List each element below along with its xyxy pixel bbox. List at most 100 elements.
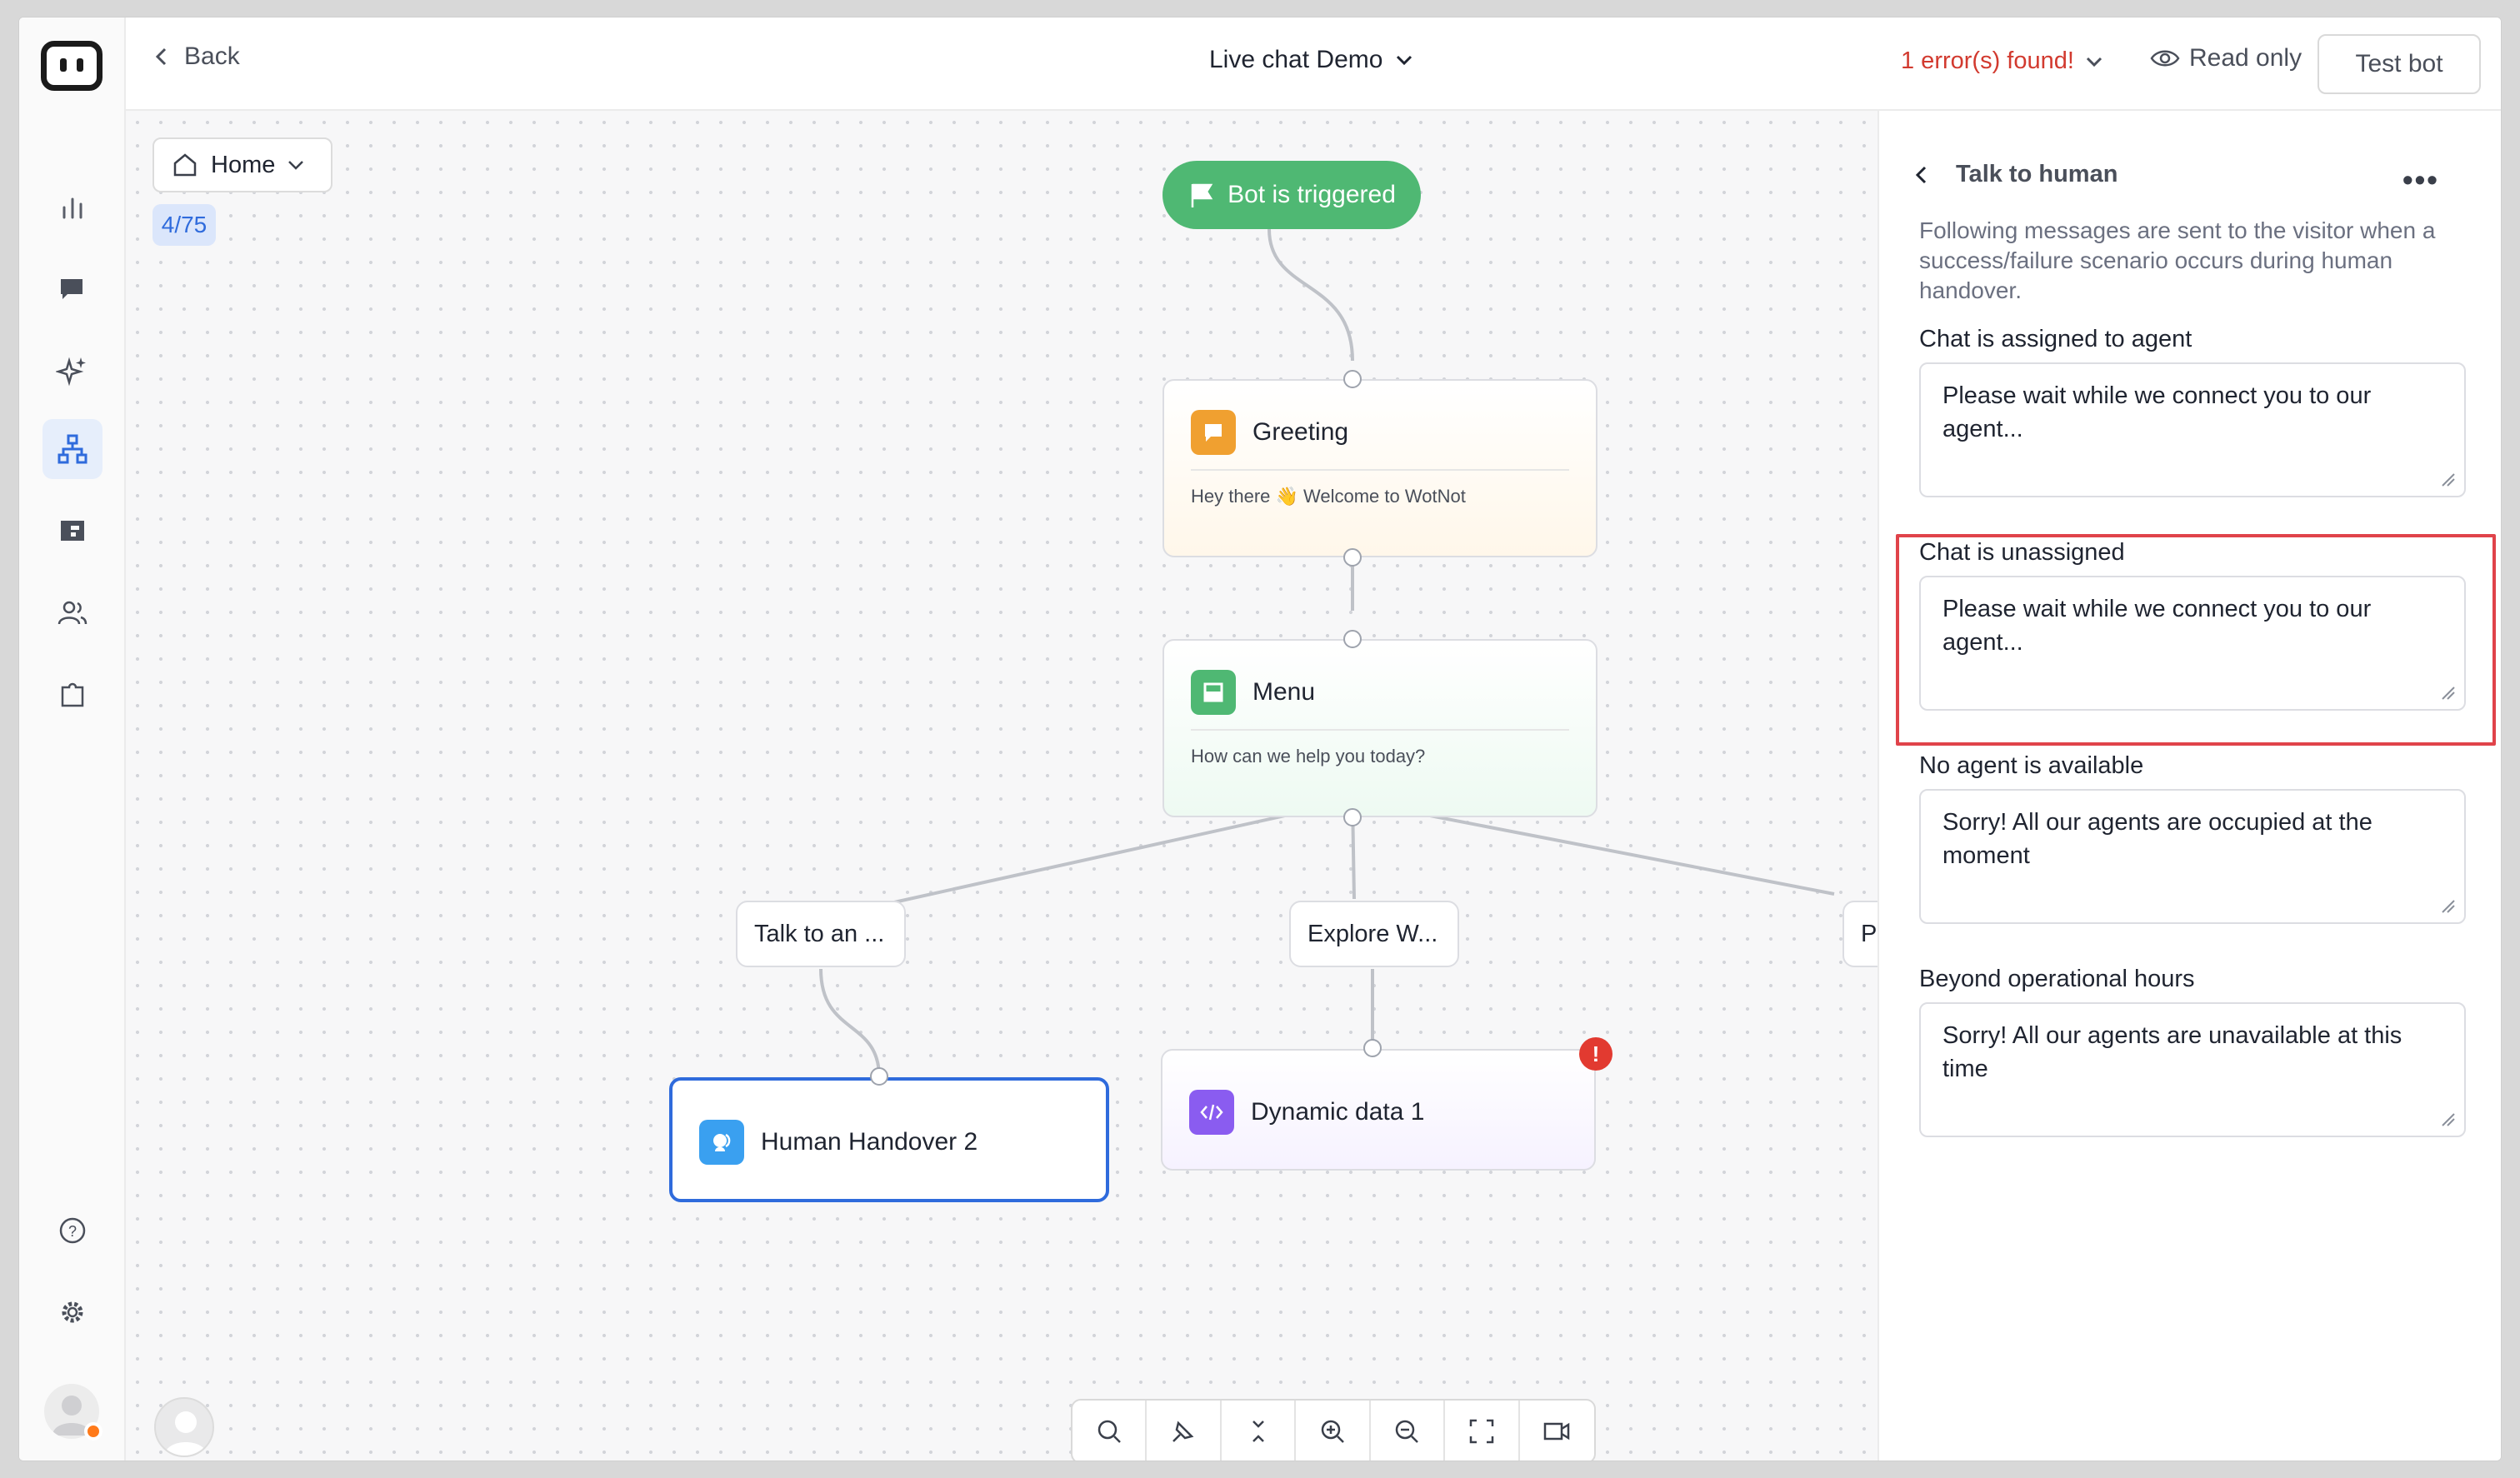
read-only-indicator: Read only bbox=[2149, 44, 2302, 72]
person-chat-icon bbox=[699, 1120, 744, 1165]
app-window: ? Back Live chat Demo 1 error(s) found! … bbox=[18, 17, 2502, 1461]
greeting-title: Greeting bbox=[1252, 418, 1349, 446]
highlight-box bbox=[1896, 534, 2496, 746]
flow-tree-icon bbox=[58, 434, 88, 464]
option-explore[interactable]: Explore W... bbox=[1289, 901, 1459, 967]
chat-bubble-icon bbox=[61, 279, 82, 299]
home-dropdown[interactable]: Home bbox=[152, 137, 332, 192]
bar-chart-icon bbox=[62, 197, 82, 219]
collapse-tool-button[interactable] bbox=[1222, 1401, 1297, 1461]
ai-nav-icon[interactable] bbox=[42, 341, 102, 401]
menu-node[interactable]: Menu How can we help you today? bbox=[1162, 639, 1598, 817]
no-agent-message-textarea[interactable]: Sorry! All our agents are occupied at th… bbox=[1919, 789, 2466, 924]
ticket-icon bbox=[61, 521, 84, 541]
bot-name: Live chat Demo bbox=[1209, 46, 1383, 73]
bot-triggered-node[interactable]: Bot is triggered bbox=[1162, 161, 1421, 229]
dynamic-data-node[interactable]: Dynamic data 1 bbox=[1161, 1049, 1596, 1171]
dynamic-input-port[interactable] bbox=[1363, 1039, 1382, 1057]
dynamic-title: Dynamic data 1 bbox=[1251, 1098, 1425, 1126]
fullscreen-tool-button[interactable] bbox=[1445, 1401, 1520, 1461]
greeting-subtitle: Hey there 👋 Welcome to WotNot bbox=[1191, 486, 1466, 507]
test-bot-button[interactable]: Test bot bbox=[2318, 34, 2481, 94]
menu-input-port[interactable] bbox=[1343, 630, 1362, 648]
zoom-out-tool-button[interactable] bbox=[1371, 1401, 1446, 1461]
magic-pin-tool-button[interactable] bbox=[1147, 1401, 1222, 1461]
resize-grip-icon[interactable] bbox=[2439, 471, 2456, 487]
bot-name-dropdown[interactable]: Live chat Demo bbox=[1209, 46, 1414, 74]
code-icon bbox=[1189, 1090, 1234, 1135]
option-pricing[interactable]: Pric bbox=[1842, 901, 1878, 967]
chevron-down-icon bbox=[2086, 57, 2102, 67]
bot-builder-nav-icon[interactable] bbox=[42, 419, 102, 479]
video-tool-button[interactable] bbox=[1520, 1401, 1594, 1461]
menu-output-port[interactable] bbox=[1343, 808, 1362, 826]
chevron-down-icon bbox=[1397, 55, 1412, 66]
panel-title: Talk to human bbox=[1956, 161, 2118, 187]
topbar: Back Live chat Demo 1 error(s) found! Re… bbox=[126, 17, 2501, 111]
help-nav-icon[interactable]: ? bbox=[42, 1201, 102, 1261]
resize-grip-icon[interactable] bbox=[2439, 897, 2456, 914]
wire-menu-talk bbox=[893, 799, 1353, 904]
beyond-hours-message-textarea[interactable]: Sorry! All our agents are unavailable at… bbox=[1919, 1002, 2466, 1137]
settings-nav-icon[interactable] bbox=[42, 1282, 102, 1342]
error-badge[interactable]: ! bbox=[1579, 1037, 1612, 1071]
error-label: 1 error(s) found! bbox=[1901, 47, 2074, 74]
assigned-message-text: Please wait while we connect you to our … bbox=[1942, 382, 2372, 442]
home-icon bbox=[173, 153, 197, 177]
field-label-beyond-hours: Beyond operational hours bbox=[1919, 966, 2195, 992]
panel-description: Following messages are sent to the visit… bbox=[1919, 217, 2436, 303]
user-avatar[interactable] bbox=[44, 1384, 99, 1439]
canvas-toolbar bbox=[1071, 1399, 1596, 1461]
handover-header: Human Handover 2 bbox=[699, 1117, 1079, 1167]
zoom-in-icon bbox=[1321, 1420, 1344, 1443]
node-settings-panel: Talk to human ••• Following messages are… bbox=[1878, 111, 2501, 1461]
analytics-nav-icon[interactable] bbox=[42, 177, 102, 237]
users-icon bbox=[58, 601, 88, 625]
more-options-icon[interactable]: ••• bbox=[2402, 162, 2439, 197]
unassigned-message-textarea[interactable]: Please wait while we connect you to our … bbox=[1919, 576, 2466, 711]
help-circle-icon: ? bbox=[59, 1217, 86, 1244]
chevron-left-icon bbox=[155, 47, 167, 66]
message-icon bbox=[1191, 410, 1236, 455]
human-handover-node[interactable]: Human Handover 2 bbox=[669, 1077, 1109, 1202]
greeting-node[interactable]: Greeting Hey there 👋 Welcome to WotNot bbox=[1162, 379, 1598, 557]
resize-grip-icon[interactable] bbox=[2439, 684, 2456, 701]
flag-icon bbox=[1191, 183, 1213, 207]
search-icon bbox=[1098, 1420, 1121, 1443]
handover-input-port[interactable] bbox=[870, 1067, 888, 1086]
magic-pin-icon bbox=[1172, 1421, 1194, 1442]
search-tool-button[interactable] bbox=[1072, 1401, 1148, 1461]
flow-canvas[interactable]: Home 4/75 Bot is triggered Greeting Hey … bbox=[126, 111, 1878, 1461]
contacts-nav-icon[interactable] bbox=[42, 582, 102, 642]
trigger-label: Bot is triggered bbox=[1228, 181, 1396, 208]
menu-title: Menu bbox=[1252, 678, 1316, 706]
puzzle-icon bbox=[61, 682, 84, 707]
resize-grip-icon[interactable] bbox=[2439, 1111, 2456, 1127]
back-button[interactable]: Back bbox=[152, 42, 240, 71]
campaigns-nav-icon[interactable] bbox=[42, 501, 102, 561]
chevron-down-icon bbox=[288, 161, 304, 170]
collaborator-avatar[interactable] bbox=[154, 1397, 214, 1457]
eye-icon bbox=[2150, 50, 2180, 67]
greeting-header: Greeting bbox=[1191, 407, 1569, 457]
read-only-label: Read only bbox=[2189, 44, 2302, 72]
greeting-input-port[interactable] bbox=[1343, 370, 1362, 388]
assigned-message-textarea[interactable]: Please wait while we connect you to our … bbox=[1919, 362, 2466, 497]
chevron-left-icon[interactable] bbox=[1912, 163, 1931, 187]
field-label-no-agent: No agent is available bbox=[1919, 752, 2144, 779]
option-talk-to-agent[interactable]: Talk to an ... bbox=[736, 901, 906, 967]
wotnot-logo-icon[interactable] bbox=[41, 41, 102, 91]
divider bbox=[1191, 729, 1569, 731]
sidebar: ? bbox=[19, 17, 126, 1461]
integrations-nav-icon[interactable] bbox=[42, 664, 102, 724]
node-counter-badge: 4/75 bbox=[152, 204, 216, 246]
gear-icon bbox=[62, 1301, 83, 1323]
greeting-output-port[interactable] bbox=[1343, 548, 1362, 567]
no-agent-message-text: Sorry! All our agents are occupied at th… bbox=[1942, 809, 2372, 869]
wire-talk-handover bbox=[819, 968, 881, 1078]
error-dropdown[interactable]: 1 error(s) found! bbox=[1901, 47, 2104, 75]
handover-title: Human Handover 2 bbox=[761, 1128, 978, 1156]
zoom-in-tool-button[interactable] bbox=[1296, 1401, 1371, 1461]
connection-wires bbox=[819, 228, 1835, 1078]
conversations-nav-icon[interactable] bbox=[42, 259, 102, 319]
